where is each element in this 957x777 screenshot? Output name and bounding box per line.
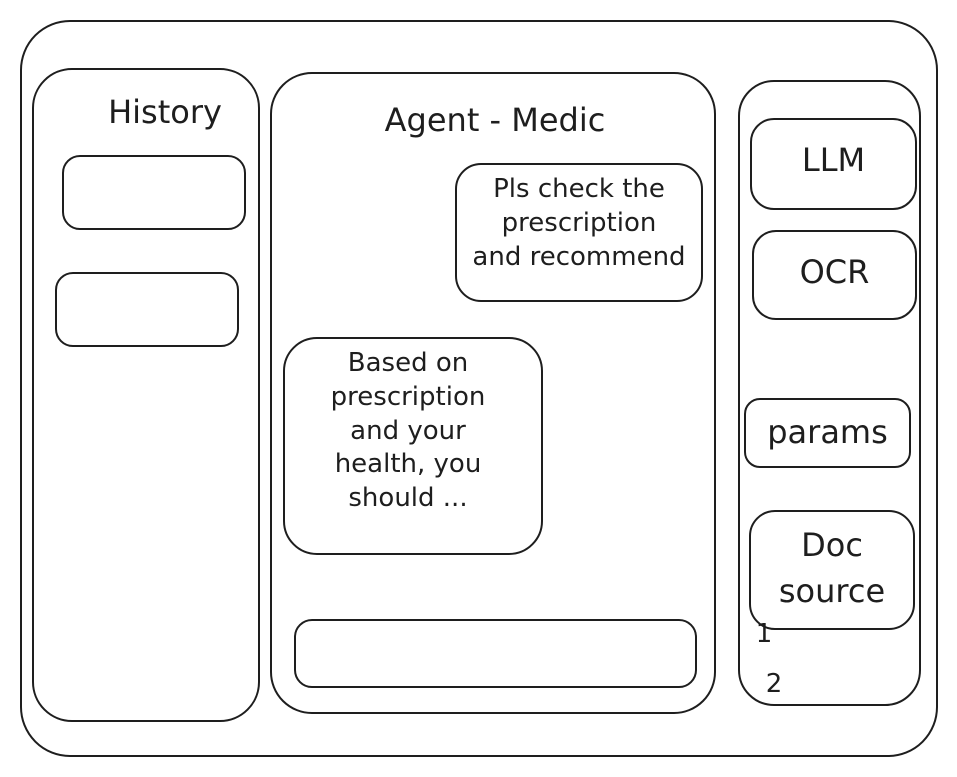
ocr-label: OCR	[799, 253, 870, 291]
ocr-button[interactable]	[752, 230, 917, 320]
llm-label: LLM	[801, 141, 866, 179]
history-item[interactable]	[62, 155, 246, 230]
chat-title: Agent - Medic	[384, 101, 606, 139]
params-label: params	[767, 413, 888, 451]
chat-input[interactable]	[294, 619, 697, 688]
user-message-text: Pls check the prescription and recommend	[472, 174, 686, 272]
agent-message-bubble	[283, 337, 543, 555]
history-title: History	[108, 93, 222, 131]
doc-source-button[interactable]	[749, 510, 915, 630]
agent-message-text: Based on prescription and your health, y…	[330, 348, 486, 514]
doc-source-label: Doc source	[778, 526, 886, 611]
doc-list-item[interactable]: 1	[755, 619, 773, 649]
user-message-bubble	[455, 163, 703, 302]
params-button[interactable]	[744, 398, 911, 468]
history-item[interactable]	[55, 272, 239, 347]
llm-button[interactable]	[750, 118, 917, 210]
doc-list-item[interactable]: 2	[765, 669, 783, 699]
